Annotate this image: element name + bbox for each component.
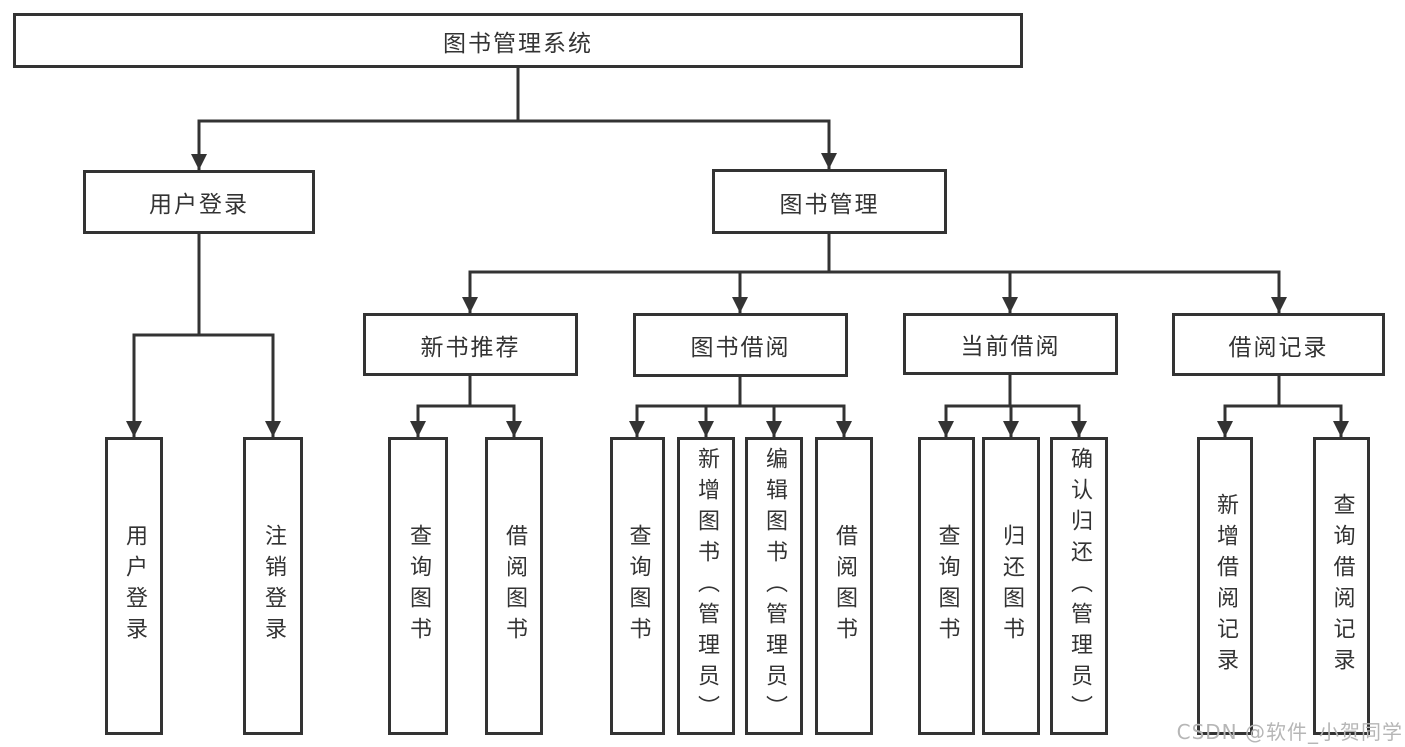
leaf-query-books-current: 查询图书 bbox=[918, 437, 975, 735]
node-book-management-label: 图书管理 bbox=[779, 191, 880, 218]
watermark-text: CSDN @软件_小贺同学 bbox=[1176, 720, 1403, 744]
node-current-borrowing-label: 当前借阅 bbox=[960, 334, 1061, 360]
node-borrowing-records: 借阅记录 bbox=[1172, 313, 1385, 376]
leaf-logout-label: 注销登录 bbox=[261, 524, 286, 648]
leaf-add-books-admin-label: 新增图书（管理员） bbox=[694, 446, 719, 726]
leaf-edit-books-admin-label: 编辑图书（管理员） bbox=[762, 446, 787, 726]
leaf-borrow-books: 借阅图书 bbox=[815, 437, 873, 735]
leaf-add-books-admin: 新增图书（管理员） bbox=[677, 437, 735, 735]
node-borrowing-records-label: 借阅记录 bbox=[1228, 334, 1329, 361]
leaf-borrow-books-label: 借阅图书 bbox=[832, 524, 857, 648]
leaf-query-books-borrowing: 查询图书 bbox=[610, 437, 665, 735]
leaf-query-books-borrowing-label: 查询图书 bbox=[625, 524, 651, 648]
leaf-add-borrow-record: 新增借阅记录 bbox=[1197, 437, 1253, 735]
leaf-add-borrow-record-label: 新增借阅记录 bbox=[1213, 493, 1238, 679]
node-root-system-label: 图书管理系统 bbox=[443, 30, 593, 57]
leaf-return-books-label: 归还图书 bbox=[999, 524, 1024, 648]
node-user-login: 用户登录 bbox=[83, 170, 315, 234]
leaf-query-borrow-record-label: 查询借阅记录 bbox=[1329, 493, 1355, 679]
node-book-management: 图书管理 bbox=[712, 169, 947, 234]
node-book-borrowing: 图书借阅 bbox=[633, 313, 848, 377]
connector-arrows bbox=[126, 121, 1349, 437]
node-new-book-recommend-label: 新书推荐 bbox=[420, 334, 521, 361]
leaf-user-login-label: 用户登录 bbox=[122, 524, 147, 648]
leaf-return-books: 归还图书 bbox=[982, 437, 1040, 735]
leaf-confirm-return-admin-label: 确认归还（管理员） bbox=[1067, 446, 1092, 726]
leaf-confirm-return-admin: 确认归还（管理员） bbox=[1050, 437, 1108, 735]
leaf-user-login: 用户登录 bbox=[105, 437, 163, 735]
node-user-login-label: 用户登录 bbox=[149, 192, 249, 218]
leaf-query-books-recommend: 查询图书 bbox=[388, 437, 448, 735]
leaf-logout: 注销登录 bbox=[243, 437, 303, 735]
connector-rails bbox=[132, 66, 1343, 408]
node-new-book-recommend: 新书推荐 bbox=[363, 313, 578, 376]
leaf-query-books-current-label: 查询图书 bbox=[934, 524, 960, 648]
node-root-system: 图书管理系统 bbox=[13, 13, 1023, 68]
leaf-edit-books-admin: 编辑图书（管理员） bbox=[745, 437, 803, 735]
leaf-query-books-recommend-label: 查询图书 bbox=[406, 524, 431, 648]
node-book-borrowing-label: 图书借阅 bbox=[690, 335, 791, 361]
leaf-borrow-books-recommend: 借阅图书 bbox=[485, 437, 543, 735]
leaf-borrow-books-recommend-label: 借阅图书 bbox=[502, 524, 527, 648]
node-current-borrowing: 当前借阅 bbox=[903, 313, 1118, 375]
leaf-query-borrow-record: 查询借阅记录 bbox=[1313, 437, 1370, 735]
